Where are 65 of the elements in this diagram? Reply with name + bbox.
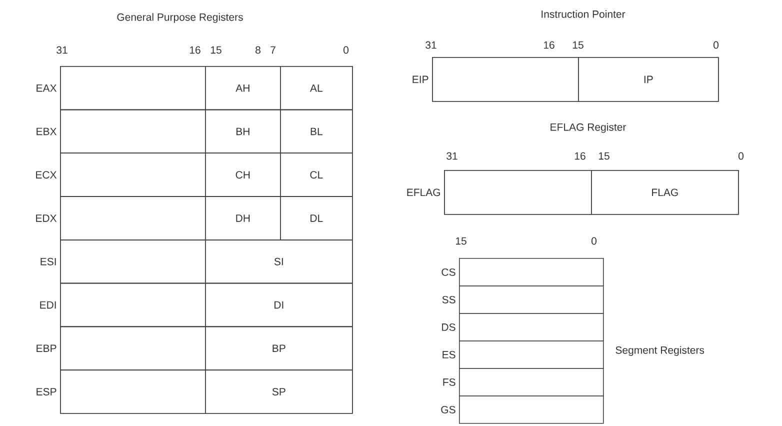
node-label: EAX: [36, 84, 57, 92]
bit-number: 0: [592, 237, 597, 245]
section-title: Instruction Pointer: [542, 10, 626, 18]
bit-number: 0: [738, 152, 744, 160]
node-label: EFLAG: [407, 188, 440, 196]
register-field: BP: [205, 326, 353, 370]
register-row: SS: [442, 286, 604, 314]
bit-number: 15: [598, 152, 610, 160]
register-row: DS: [442, 313, 604, 342]
bit-number: 15: [572, 41, 584, 49]
register-field: CH: [205, 152, 281, 197]
section-title: General Purpose Registers: [117, 13, 243, 23]
node-label: ES: [442, 350, 456, 358]
register-field: CL: [280, 152, 353, 197]
register-field: BL: [280, 109, 353, 154]
bit-number: 8: [256, 46, 260, 54]
node-label: DS: [442, 323, 456, 331]
bit-number: 0: [344, 46, 348, 54]
bit-number: 7: [270, 46, 276, 54]
register-field: [60, 240, 206, 284]
register-field: [60, 326, 206, 370]
node-label: EDI: [40, 301, 56, 309]
register-field: DH: [205, 196, 281, 240]
register-field: AH: [205, 66, 281, 110]
register-field: [60, 282, 206, 328]
register-field: BH: [205, 109, 281, 154]
node-label: ESI: [40, 258, 56, 266]
bit-number: 31: [446, 152, 458, 160]
node-label: SS: [442, 296, 456, 304]
node-label: ECX: [36, 171, 57, 179]
register-field: DL: [280, 196, 353, 240]
bit-number: 31: [426, 41, 436, 49]
register-field: [60, 109, 206, 154]
register-field: AL: [280, 66, 353, 110]
node-label: ESP: [36, 388, 56, 396]
node-label: EBX: [36, 128, 57, 136]
section-title: EFLAG Register: [550, 123, 626, 133]
register-row: ES: [442, 340, 604, 369]
node-label: CS: [442, 268, 456, 276]
register-field: DI: [205, 282, 353, 328]
bit-number: 15: [210, 46, 222, 54]
register-field: SP: [205, 370, 353, 414]
node-label: GS: [441, 406, 456, 414]
node-label: EBP: [36, 344, 56, 352]
bit-number: 16: [544, 41, 554, 49]
bit-number: 16: [574, 152, 586, 160]
register-row: FS: [443, 368, 604, 396]
node-label: FS: [443, 378, 456, 386]
register-field: SI: [205, 240, 353, 284]
register-row: GS: [441, 396, 604, 424]
register-field: [60, 196, 206, 240]
register-field: [444, 170, 592, 215]
node-label: EDX: [36, 214, 57, 222]
bit-number: 16: [190, 46, 200, 54]
register-field: [60, 66, 206, 110]
register-field: FLAG: [591, 170, 739, 215]
register-field: [60, 152, 206, 197]
register-field: IP: [578, 57, 719, 102]
bit-number: 15: [456, 237, 466, 245]
node-label: EIP: [412, 76, 428, 84]
register-row: CS: [442, 258, 604, 286]
register-field: [60, 370, 206, 414]
section-title: Segment Registers: [616, 346, 704, 356]
register-field: [432, 57, 579, 102]
bit-number: 31: [56, 46, 68, 54]
